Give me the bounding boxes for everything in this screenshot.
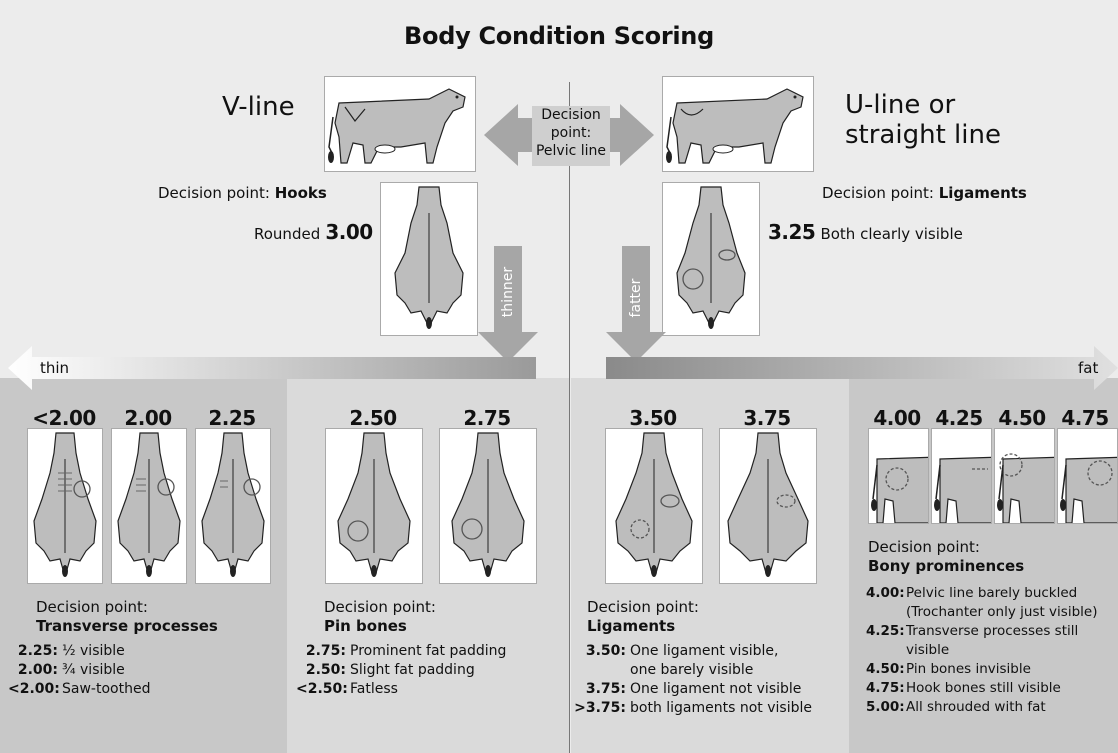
criteria-row: one barely visible xyxy=(574,661,812,680)
diagram-title: Body Condition Scoring xyxy=(0,22,1118,50)
cow-rear-view-2-25 xyxy=(195,428,271,584)
decision-point-pin-bones: Decision point: Pin bones xyxy=(324,598,436,636)
score-3-25-label: 3.25 Both clearly visible xyxy=(768,220,963,244)
score-4-50: 4.50 xyxy=(993,406,1051,430)
score-3-75: 3.75 xyxy=(720,406,814,430)
fat-scale-arrow-icon xyxy=(606,346,1118,390)
score-4-00: 4.00 xyxy=(868,406,926,430)
cow-side-detail-4-75 xyxy=(1057,428,1118,524)
thin-label: thin xyxy=(40,359,69,377)
score-2-00: 2.00 xyxy=(112,406,184,430)
fatter-label: fatter xyxy=(628,270,644,326)
criteria-row: 2.75:Prominent fat padding xyxy=(296,642,506,661)
cow-side-view-icon xyxy=(869,429,928,523)
cow-rear-view-icon xyxy=(28,429,102,583)
cow-rear-view-3-25 xyxy=(662,182,760,336)
criteria-row: 4.50:Pin bones invisible xyxy=(866,660,1097,679)
cow-rear-view-3-50 xyxy=(605,428,703,584)
criteria-row: 4.00:Pelvic line barely buckled xyxy=(866,584,1097,603)
score-4-25: 4.25 xyxy=(930,406,988,430)
cow-side-detail-4-00 xyxy=(868,428,929,524)
cow-rear-view-3-00 xyxy=(380,182,478,336)
thinner-label: thinner xyxy=(500,264,516,320)
thin-scale-arrow-icon xyxy=(8,346,536,390)
hooks-decision-point: Decision point: Hooks xyxy=(158,184,327,202)
cow-rear-view-icon xyxy=(381,183,477,335)
cow-rear-view-3-75 xyxy=(719,428,817,584)
cow-side-view-icon xyxy=(663,77,813,171)
fat-label: fat xyxy=(1078,359,1098,377)
score-3-50: 3.50 xyxy=(606,406,700,430)
criteria-row: 4.75:Hook bones still visible xyxy=(866,679,1097,698)
cow-side-view-left xyxy=(324,76,476,172)
criteria-row: 5.00:All shrouded with fat xyxy=(866,698,1097,717)
criteria-row: (Trochanter only just visible) xyxy=(866,603,1097,622)
score-2-25: 2.25 xyxy=(196,406,268,430)
cow-rear-view-icon xyxy=(196,429,270,583)
cow-rear-view-icon xyxy=(440,429,536,583)
cow-side-view-icon xyxy=(325,77,475,171)
pelvic-line-decision-label: Decision point: Pelvic line xyxy=(532,106,610,166)
score-under-2-00: <2.00 xyxy=(28,406,100,430)
cow-side-detail-4-25 xyxy=(931,428,992,524)
criteria-row: <2.50:Fatless xyxy=(296,680,506,699)
criteria-row: >3.75:both ligaments not visible xyxy=(574,699,812,718)
criteria-ligaments: 3.50:One ligament visible, one barely vi… xyxy=(574,642,812,718)
cow-rear-view-icon xyxy=(606,429,702,583)
criteria-bony-prominences: 4.00:Pelvic line barely buckled (Trochan… xyxy=(866,584,1097,717)
cow-side-detail-4-50 xyxy=(994,428,1055,524)
center-divider xyxy=(569,82,570,753)
cow-rear-view-icon xyxy=(720,429,816,583)
score-2-75: 2.75 xyxy=(440,406,534,430)
criteria-transverse-processes: 2.25:½ visible 2.00:¾ visible <2.00:Saw-… xyxy=(8,642,150,699)
criteria-row: 2.25:½ visible xyxy=(8,642,150,661)
cow-side-view-icon xyxy=(995,429,1054,523)
decision-point-ligaments: Decision point: Ligaments xyxy=(587,598,699,636)
u-line-heading: U-line or straight line xyxy=(845,90,1001,150)
criteria-row: 4.25:Transverse processes still xyxy=(866,622,1097,641)
cow-side-view-right xyxy=(662,76,814,172)
decision-point-transverse-processes: Decision point: Transverse processes xyxy=(36,598,218,636)
criteria-row: 2.00:¾ visible xyxy=(8,661,150,680)
score-4-75: 4.75 xyxy=(1056,406,1114,430)
criteria-row: 3.50:One ligament visible, xyxy=(574,642,812,661)
criteria-row: 2.50:Slight fat padding xyxy=(296,661,506,680)
cow-rear-view-2-50 xyxy=(325,428,423,584)
criteria-row: 3.75:One ligament not visible xyxy=(574,680,812,699)
cow-rear-view-under-2-00 xyxy=(27,428,103,584)
decision-point-bony-prominences: Decision point: Bony prominences xyxy=(868,538,1024,576)
ligaments-decision-point-top: Decision point: Ligaments xyxy=(822,184,1027,202)
cow-rear-view-icon xyxy=(112,429,186,583)
cow-rear-view-2-00 xyxy=(111,428,187,584)
cow-rear-view-icon xyxy=(663,183,759,335)
score-2-50: 2.50 xyxy=(326,406,420,430)
v-line-heading: V-line xyxy=(222,92,295,122)
cow-side-view-icon xyxy=(932,429,991,523)
score-3-00-label: Rounded 3.00 xyxy=(254,220,373,244)
cow-rear-view-2-75 xyxy=(439,428,537,584)
criteria-row: visible xyxy=(866,641,1097,660)
cow-side-view-icon xyxy=(1058,429,1117,523)
criteria-row: <2.00:Saw-toothed xyxy=(8,680,150,699)
cow-rear-view-icon xyxy=(326,429,422,583)
criteria-pin-bones: 2.75:Prominent fat padding 2.50:Slight f… xyxy=(296,642,506,699)
